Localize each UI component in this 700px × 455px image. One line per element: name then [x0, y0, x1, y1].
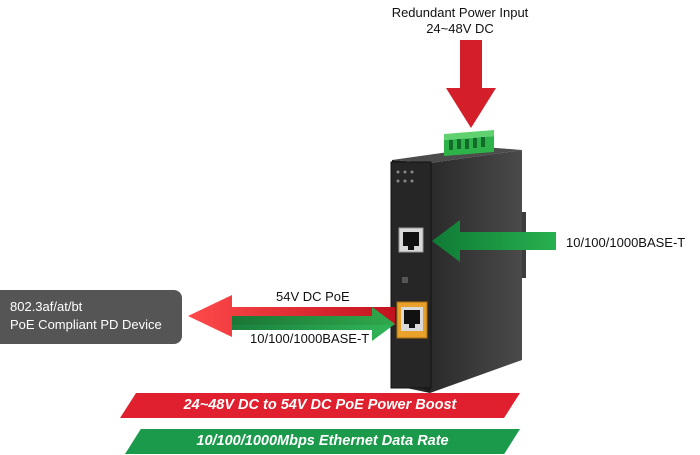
pd-standard: 802.3af/at/bt [10, 299, 83, 314]
poe-ethernet-label: 10/100/1000BASE-T [250, 331, 370, 346]
device-body [390, 147, 522, 393]
data-rate-banner: 10/100/1000Mbps Ethernet Data Rate [125, 429, 520, 454]
pd-device-box: 802.3af/at/bt PoE Compliant PD Device [0, 290, 182, 344]
uplink-label: 10/100/1000BASE-T [566, 235, 686, 250]
power-boost-banner: 24~48V DC to 54V DC PoE Power Boost [120, 393, 520, 418]
power-input-arrow [446, 40, 496, 128]
uplink-rj45-port [398, 227, 424, 253]
poe-output-label: 54V DC PoE [276, 289, 350, 304]
poe-data-arrow [232, 307, 395, 341]
uplink-arrow [432, 220, 556, 262]
power-input-voltage: 24~48V DC [426, 21, 494, 36]
pd-description: PoE Compliant PD Device [10, 317, 162, 332]
reset-button [402, 277, 408, 283]
power-input-label: Redundant Power Input 24~48V DC [380, 5, 540, 37]
power-terminal-block [444, 130, 494, 156]
poe-rj45-port [396, 301, 428, 339]
power-input-title: Redundant Power Input [391, 5, 529, 20]
status-leds [396, 170, 414, 183]
